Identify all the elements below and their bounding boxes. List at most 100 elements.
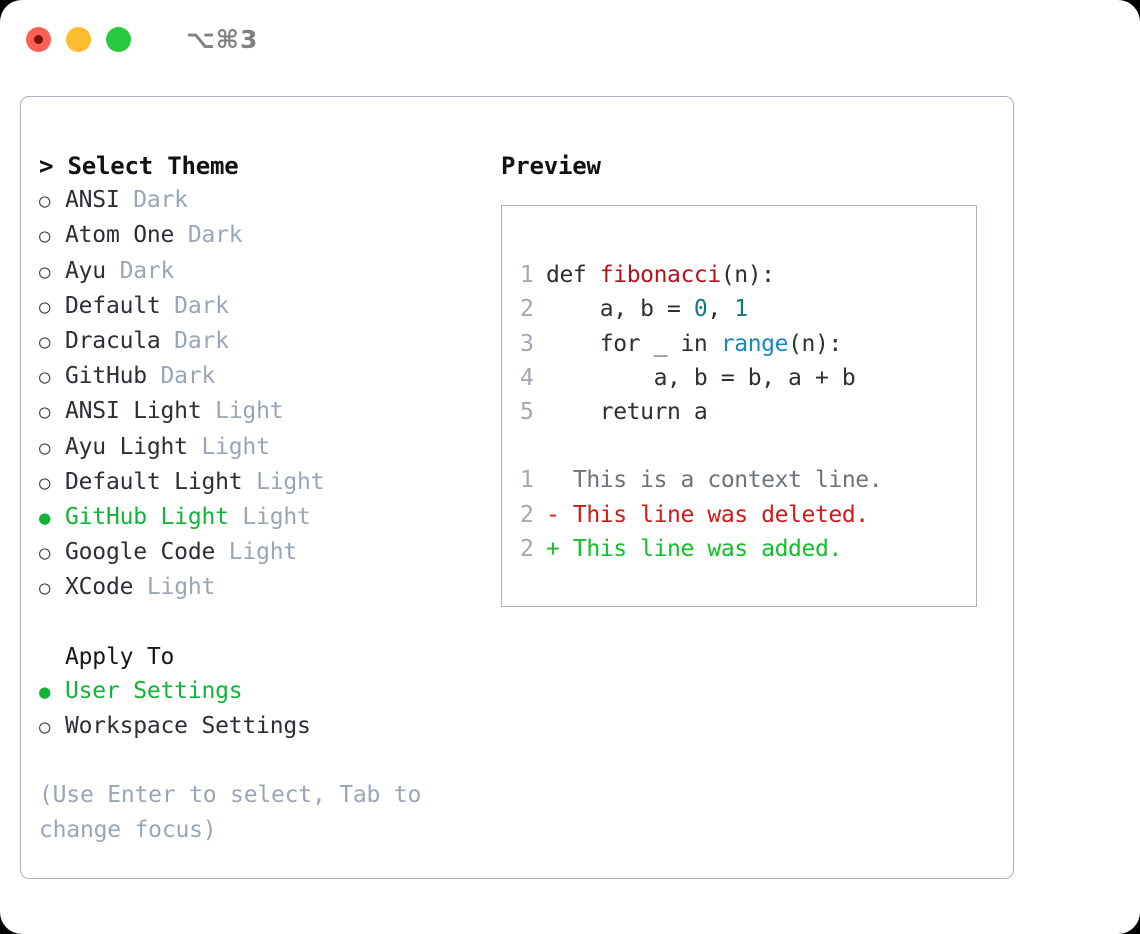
code-line: 5 return a xyxy=(520,395,976,429)
theme-option-label: GitHub Light xyxy=(65,504,229,531)
theme-list[interactable]: ○ ANSI Dark ○ Atom One Dark ○ Ayu Dark ○ Defaul… xyxy=(39,183,499,605)
theme-option-variant-tag: Dark xyxy=(160,328,229,355)
radio-unselected-icon[interactable]: ○ xyxy=(39,295,51,318)
radio-unselected-icon[interactable]: ○ xyxy=(39,260,51,283)
theme-option-variant-tag: Dark xyxy=(146,363,216,390)
diff-line-text-add: + This line was added. xyxy=(546,535,842,562)
apply-option-1[interactable]: ○ Workspace Settings xyxy=(39,709,499,744)
theme-option-label: Default Light xyxy=(65,468,243,495)
radio-unselected-icon[interactable]: ○ xyxy=(39,190,51,213)
code-line: 2 a, b = 0, 1 xyxy=(520,292,976,326)
code-token-plain: , xyxy=(707,296,735,323)
theme-option-label: Ayu xyxy=(65,257,106,284)
close-window-button[interactable] xyxy=(26,26,51,52)
diff-line-text-ctx: This is a context line. xyxy=(546,467,883,494)
theme-option-variant-tag: Dark xyxy=(105,257,175,284)
code-line-number: 5 xyxy=(520,399,534,426)
keyboard-hint-text: (Use Enter to select, Tab to change focu… xyxy=(39,782,422,843)
theme-option-7[interactable]: ○ Ayu Light Light xyxy=(39,430,499,465)
code-token-fn: fibonacci xyxy=(599,262,721,289)
theme-option-label: Atom One xyxy=(65,222,175,249)
theme-option-variant-tag: Light xyxy=(228,504,311,531)
diff-line-number: 1 xyxy=(520,467,534,494)
apply-to-list[interactable]: ● User Settings ○ Workspace Settings xyxy=(39,674,499,744)
minimize-window-button[interactable] xyxy=(66,26,91,52)
radio-unselected-icon[interactable]: ○ xyxy=(39,366,51,389)
code-diff-gap xyxy=(520,429,976,463)
apply-option-0[interactable]: ● User Settings xyxy=(39,674,499,709)
theme-option-11[interactable]: ○XCode Light xyxy=(39,570,499,605)
radio-selected-icon[interactable]: ● xyxy=(39,681,51,704)
radio-unselected-icon[interactable]: ○ xyxy=(39,716,51,739)
code-token-num: 1 xyxy=(734,296,748,323)
apply-to-heading: Apply To xyxy=(65,643,175,670)
diff-line: 2- This line was deleted. xyxy=(520,498,976,532)
code-token-plain: a, b = b, a + b xyxy=(546,364,856,391)
theme-option-3[interactable]: ○ Default Dark xyxy=(39,289,499,324)
code-token-plain: for _ in xyxy=(546,330,721,357)
theme-option-label: Ayu Light xyxy=(65,433,188,460)
theme-option-4[interactable]: ○Dracula Dark xyxy=(39,324,499,359)
diff-sample: 1 This is a context line.2- This line wa… xyxy=(520,463,976,566)
code-line-text: def fibonacci(n): xyxy=(546,258,775,292)
radio-unselected-icon[interactable]: ○ xyxy=(39,436,51,459)
radio-unselected-icon[interactable]: ○ xyxy=(39,225,51,248)
theme-option-9[interactable]: ● GitHub Light Light xyxy=(39,500,499,535)
code-line-text: for _ in range(n): xyxy=(546,327,842,361)
theme-option-5[interactable]: ○GitHub Dark xyxy=(39,359,499,394)
code-line: 3 for _ in range(n): xyxy=(520,327,976,361)
code-token-plain: def xyxy=(546,262,600,289)
diff-line-number: 2 xyxy=(520,535,534,562)
list-spacer xyxy=(39,606,499,640)
title-bar: ⌥⌘3 xyxy=(0,0,1140,78)
theme-option-variant-tag: Dark xyxy=(119,187,188,214)
theme-picker-column: > Select Theme ○ANSI Dark○Atom One Dark○… xyxy=(39,149,499,847)
code-token-plain: (n): xyxy=(788,330,842,357)
theme-option-8[interactable]: ○ Default Light Light xyxy=(39,465,499,500)
theme-option-2[interactable]: ○ Ayu Dark xyxy=(39,254,499,289)
radio-unselected-icon[interactable]: ○ xyxy=(39,401,51,424)
code-token-plain: (n): xyxy=(720,262,775,289)
theme-option-variant-tag: Light xyxy=(187,433,270,460)
code-token-plain: return a xyxy=(546,399,708,426)
apply-option-label: User Settings xyxy=(65,678,243,705)
code-line-text: a, b = b, a + b xyxy=(546,361,856,395)
select-theme-heading: > Select Theme xyxy=(39,152,239,180)
radio-unselected-icon[interactable]: ○ xyxy=(39,577,51,600)
code-line-number: 2 xyxy=(520,296,534,323)
radio-unselected-icon[interactable]: ○ xyxy=(39,542,51,565)
radio-unselected-icon[interactable]: ○ xyxy=(39,471,51,494)
theme-option-variant-tag: Light xyxy=(242,468,325,495)
maximize-window-button[interactable] xyxy=(106,26,131,52)
code-line-number: 3 xyxy=(520,330,534,357)
keyboard-shortcut-label: ⌥⌘3 xyxy=(186,24,259,54)
theme-option-label: XCode xyxy=(65,574,134,601)
theme-option-10[interactable]: ○Google Code Light xyxy=(39,535,499,570)
code-line-number: 1 xyxy=(520,262,534,289)
theme-option-label: Google Code xyxy=(65,539,216,566)
theme-option-0[interactable]: ○ ANSI Dark xyxy=(39,183,499,218)
radio-selected-icon[interactable]: ● xyxy=(39,507,51,530)
theme-option-variant-tag: Dark xyxy=(174,222,243,249)
preview-heading: Preview xyxy=(501,152,601,180)
code-line-text: return a xyxy=(546,395,708,429)
code-token-plain: a, b = xyxy=(546,296,694,323)
radio-unselected-icon[interactable]: ○ xyxy=(39,331,51,354)
diff-line: 1 This is a context line. xyxy=(520,463,976,497)
theme-option-label: ANSI xyxy=(65,187,120,214)
main-panel: > Select Theme ○ANSI Dark○Atom One Dark○… xyxy=(20,96,1014,879)
code-line-text: a, b = 0, 1 xyxy=(546,292,748,326)
apply-option-label: Workspace Settings xyxy=(65,713,311,740)
code-line: 4 a, b = b, a + b xyxy=(520,361,976,395)
code-line-number: 4 xyxy=(520,364,534,391)
diff-line: 2 + This line was added. xyxy=(520,532,976,566)
theme-option-6[interactable]: ○ANSI Light Light xyxy=(39,394,499,429)
theme-option-label: Default xyxy=(65,292,161,319)
diff-line-text-del: - This line was deleted. xyxy=(546,501,869,528)
theme-option-1[interactable]: ○ Atom One Dark xyxy=(39,218,499,253)
theme-option-variant-tag: Dark xyxy=(160,292,229,319)
code-line: 1 def fibonacci(n): xyxy=(520,258,976,292)
